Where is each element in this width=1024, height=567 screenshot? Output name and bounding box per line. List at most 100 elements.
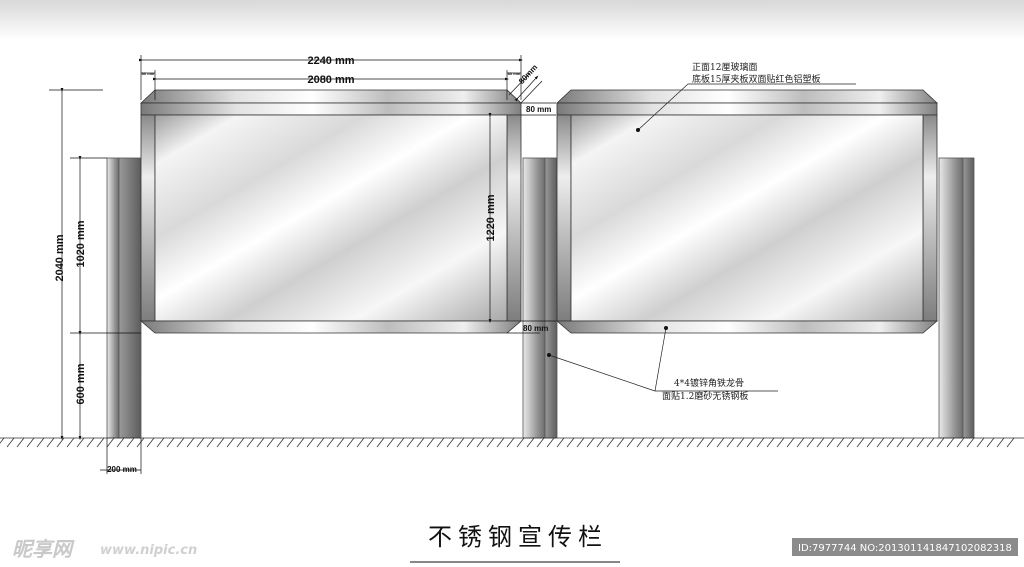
- ground-hatch-mark: [586, 437, 595, 448]
- ground-hatch-mark: [596, 437, 605, 448]
- ground-hatch-mark: [436, 437, 445, 448]
- ground-hatch-mark: [786, 437, 795, 448]
- watermark-id: ID:7977744 NO:20130114184710208231​8: [798, 543, 1012, 554]
- ground-hatch-mark: [736, 437, 745, 448]
- ground-hatch-mark: [726, 437, 735, 448]
- ground-hatch-mark: [296, 437, 305, 448]
- ground-hatch-mark: [816, 437, 825, 448]
- ground-hatch-mark: [536, 437, 545, 448]
- ground-hatch-mark: [326, 437, 335, 448]
- ground-hatch-mark: [886, 437, 895, 448]
- ground-hatch-mark: [866, 437, 875, 448]
- ground-hatch-mark: [206, 437, 215, 448]
- watermark-logo: 昵享网 www.nipic.cn: [12, 537, 197, 561]
- dim-small-left: 80 mm: [142, 71, 155, 76]
- ground-hatch-mark: [696, 437, 705, 448]
- svg-text:昵享网: 昵享网: [12, 537, 75, 561]
- ground-hatch-mark: [806, 437, 815, 448]
- ground-hatch-mark: [1006, 437, 1015, 448]
- ground-hatch-mark: [986, 437, 995, 448]
- ground-hatch-mark: [266, 437, 275, 448]
- ground-hatch-mark: [936, 437, 945, 448]
- ground-hatch-mark: [946, 437, 955, 448]
- ground-hatch-mark: [676, 437, 685, 448]
- ground-hatch-mark: [906, 437, 915, 448]
- ground-hatch-mark: [746, 437, 755, 448]
- dim-overall-width: 2240 mm: [307, 55, 354, 67]
- note-glass-line2: 底板15厚夹板双面贴红色铝塑板: [692, 73, 820, 85]
- ground-hatch-mark: [446, 437, 455, 448]
- ground-hatch-mark: [106, 437, 115, 448]
- ground-hatch-mark: [96, 437, 105, 448]
- display-panel-left: [139, 89, 523, 334]
- note-frame-line1: 4*4镀锌角铁龙骨: [674, 377, 744, 389]
- ground-hatch-mark: [0, 437, 5, 444]
- glass-panel-right: [570, 114, 924, 322]
- ground-hatch-mark: [576, 437, 585, 448]
- ground-hatch-mark: [796, 437, 805, 448]
- ground-hatch-mark: [226, 437, 235, 448]
- ground-hatch-mark: [456, 437, 465, 448]
- ground-hatch-mark: [286, 437, 295, 448]
- ground-hatch-mark: [876, 437, 885, 448]
- dim-inner-width: 2080 mm: [307, 74, 354, 86]
- post-right: [938, 157, 975, 439]
- ground-hatch-mark: [256, 437, 265, 448]
- note-frame-line2: 面贴1.2磨砂无锈钢板: [662, 390, 748, 402]
- ground-hatch-mark: [636, 437, 645, 448]
- ground-hatch-mark: [316, 437, 325, 448]
- ground-hatch-mark: [356, 437, 365, 448]
- dim-frame-top: 80 mm: [526, 105, 551, 114]
- ground-hatch-mark: [116, 437, 125, 448]
- ground-hatch-mark: [416, 437, 425, 448]
- ground-hatch-mark: [346, 437, 355, 448]
- dim-leg-height: 600 mm: [75, 363, 87, 404]
- ground-hatch-mark: [766, 437, 775, 448]
- ground-hatch-mark: [336, 437, 345, 448]
- ground-hatch-mark: [496, 437, 505, 448]
- ground-hatch-mark: [386, 437, 395, 448]
- ground-hatch-mark: [896, 437, 905, 448]
- ground-hatch-mark: [36, 437, 45, 448]
- post-middle: [522, 157, 558, 439]
- ground-hatch-mark: [396, 437, 405, 448]
- ground-hatch-mark: [376, 437, 385, 448]
- ground-hatch-mark: [776, 437, 785, 448]
- ground-hatch-mark: [516, 437, 525, 448]
- ground-hatch-mark: [216, 437, 225, 448]
- ground-hatch-mark: [826, 437, 835, 448]
- ground-hatch-mark: [626, 437, 635, 448]
- ground-hatch-mark: [966, 437, 975, 448]
- ground-hatch-mark: [506, 437, 515, 448]
- ground-hatch-mark: [426, 437, 435, 448]
- ground-hatch-mark: [756, 437, 765, 448]
- ground-hatch-mark: [46, 437, 55, 448]
- ground-hatch-mark: [406, 437, 415, 448]
- svg-text:www.nipic.cn: www.nipic.cn: [100, 543, 197, 558]
- ground-hatch-mark: [176, 437, 185, 448]
- post-left: [106, 157, 142, 439]
- display-panel-right: [555, 89, 939, 334]
- ground-hatch-mark: [476, 437, 485, 448]
- glass-panel-left: [154, 114, 508, 322]
- ground-hatch-mark: [646, 437, 655, 448]
- ground-hatch-mark: [916, 437, 925, 448]
- dim-post-width: 200 mm: [107, 465, 137, 474]
- top-background-fade: [0, 0, 1024, 40]
- ground-hatch-mark: [76, 437, 85, 448]
- watermark-id-box: [792, 538, 1018, 556]
- dimension-lines: [49, 55, 556, 474]
- ground-hatch-mark: [156, 437, 165, 448]
- ground-hatch-mark: [146, 437, 155, 448]
- ground-hatch-mark: [196, 437, 205, 448]
- dim-frame-bottom: 80 mm: [523, 324, 548, 333]
- ground-hatch-mark: [846, 437, 855, 448]
- ground-hatch-mark: [976, 437, 985, 448]
- ground-hatch-mark: [56, 437, 65, 448]
- ground-hatch-mark: [246, 437, 255, 448]
- ground-hatch-mark: [956, 437, 965, 448]
- ground-hatch-mark: [716, 437, 725, 448]
- dim-diagonal-frame: 80mm: [517, 63, 539, 86]
